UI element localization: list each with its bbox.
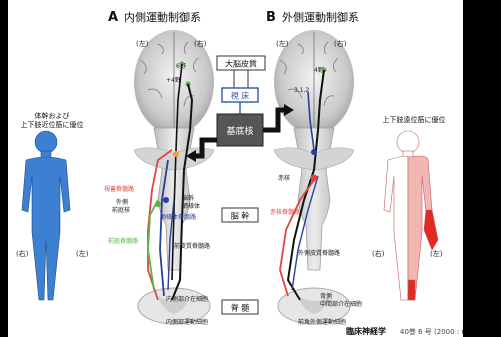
footer-journal: 臨床神経学 — [346, 326, 386, 336]
label-rubrospinal: 赤核脊髄路 — [270, 208, 300, 216]
title-a-letter: A — [108, 10, 118, 25]
label-intermediate-interneuron: 中間部介在細胞 — [320, 300, 362, 308]
area-b-312: 3,1,2 — [294, 87, 309, 94]
label-medial-motor: 内側部運動細胞 — [166, 318, 208, 326]
left-body-right-label: (右) — [16, 249, 29, 258]
spinal-cord-box: 脊 髄 — [222, 300, 258, 314]
title-b-text: 外側運動制御系 — [282, 10, 359, 24]
cortex-box: 大脳皮質 — [217, 56, 265, 70]
svg-text:大脳皮質: 大脳皮質 — [225, 59, 257, 69]
cortex-thalamus-connector — [234, 70, 248, 88]
left-caption-2: 上下肢近位筋に優位 — [21, 120, 84, 129]
label-brainstem: 脳幹 — [182, 194, 194, 202]
left-body-left-label: (左) — [76, 249, 89, 258]
label-tectospinal: 視蓋脊髄路 — [104, 185, 134, 193]
svg-text:脳 幹: 脳 幹 — [231, 211, 250, 221]
left-caption-1: 体幹および — [35, 111, 70, 120]
label-reticular-formation: 網様体 — [182, 202, 200, 210]
basal-ganglia-box: 基底核 — [217, 114, 263, 146]
right-body-figure — [384, 131, 438, 300]
brain-a — [134, 30, 214, 324]
svg-text:視 床: 視 床 — [231, 91, 250, 101]
title-b-letter: B — [266, 10, 276, 25]
label-lateral: 外側 — [116, 198, 128, 206]
label-a-right: (右) — [194, 39, 207, 48]
label-b-right: (右) — [334, 39, 347, 48]
label-vestibular-nucleus: 前庭核 — [112, 206, 130, 214]
label-ventral-motor: 前角外側運動細胞 — [298, 318, 346, 326]
diagram-canvas: A 内側運動制御系 B 外側運動制御系 (左) (右) (左) (右) 6野 +… — [8, 0, 463, 337]
thalamus-box: 視 床 — [222, 88, 258, 102]
right-body-right-label: (右) — [372, 249, 385, 258]
diagram-slide: A 内側運動制御系 B 外側運動制御系 (左) (右) (左) (右) 6野 +… — [8, 0, 463, 337]
title-a-text: 内側運動制御系 — [124, 10, 201, 24]
area-a-4: +4野 — [166, 76, 181, 84]
label-reticulospinal: 網様体脊髄路 — [160, 213, 196, 221]
label-lateral-corticospinal: 外側皮質脊髄路 — [298, 249, 340, 257]
svg-text:基底核: 基底核 — [226, 125, 253, 137]
left-body-figure — [22, 131, 70, 300]
label-medial-interneuron: 内側部介在細胞 — [166, 295, 208, 303]
svg-text:脊 髄: 脊 髄 — [231, 303, 250, 313]
label-vestibulospinal: 前庭脊髄路 — [108, 237, 138, 245]
label-dorsal: 背側 — [320, 292, 332, 300]
label-red-nucleus: 赤核 — [278, 174, 290, 182]
right-body-left-label: (左) — [430, 249, 443, 258]
label-b-left: (左) — [276, 39, 289, 48]
label-anterior-corticospinal: 前皮質脊髄路 — [174, 242, 210, 250]
footer-issue: 40巻 6 号 (2000 : 6 — [400, 327, 463, 336]
right-caption: 上下肢遠位筋に優位 — [383, 115, 446, 124]
brainstem-box: 脳 幹 — [222, 208, 258, 222]
label-a-left: (左) — [136, 39, 149, 48]
